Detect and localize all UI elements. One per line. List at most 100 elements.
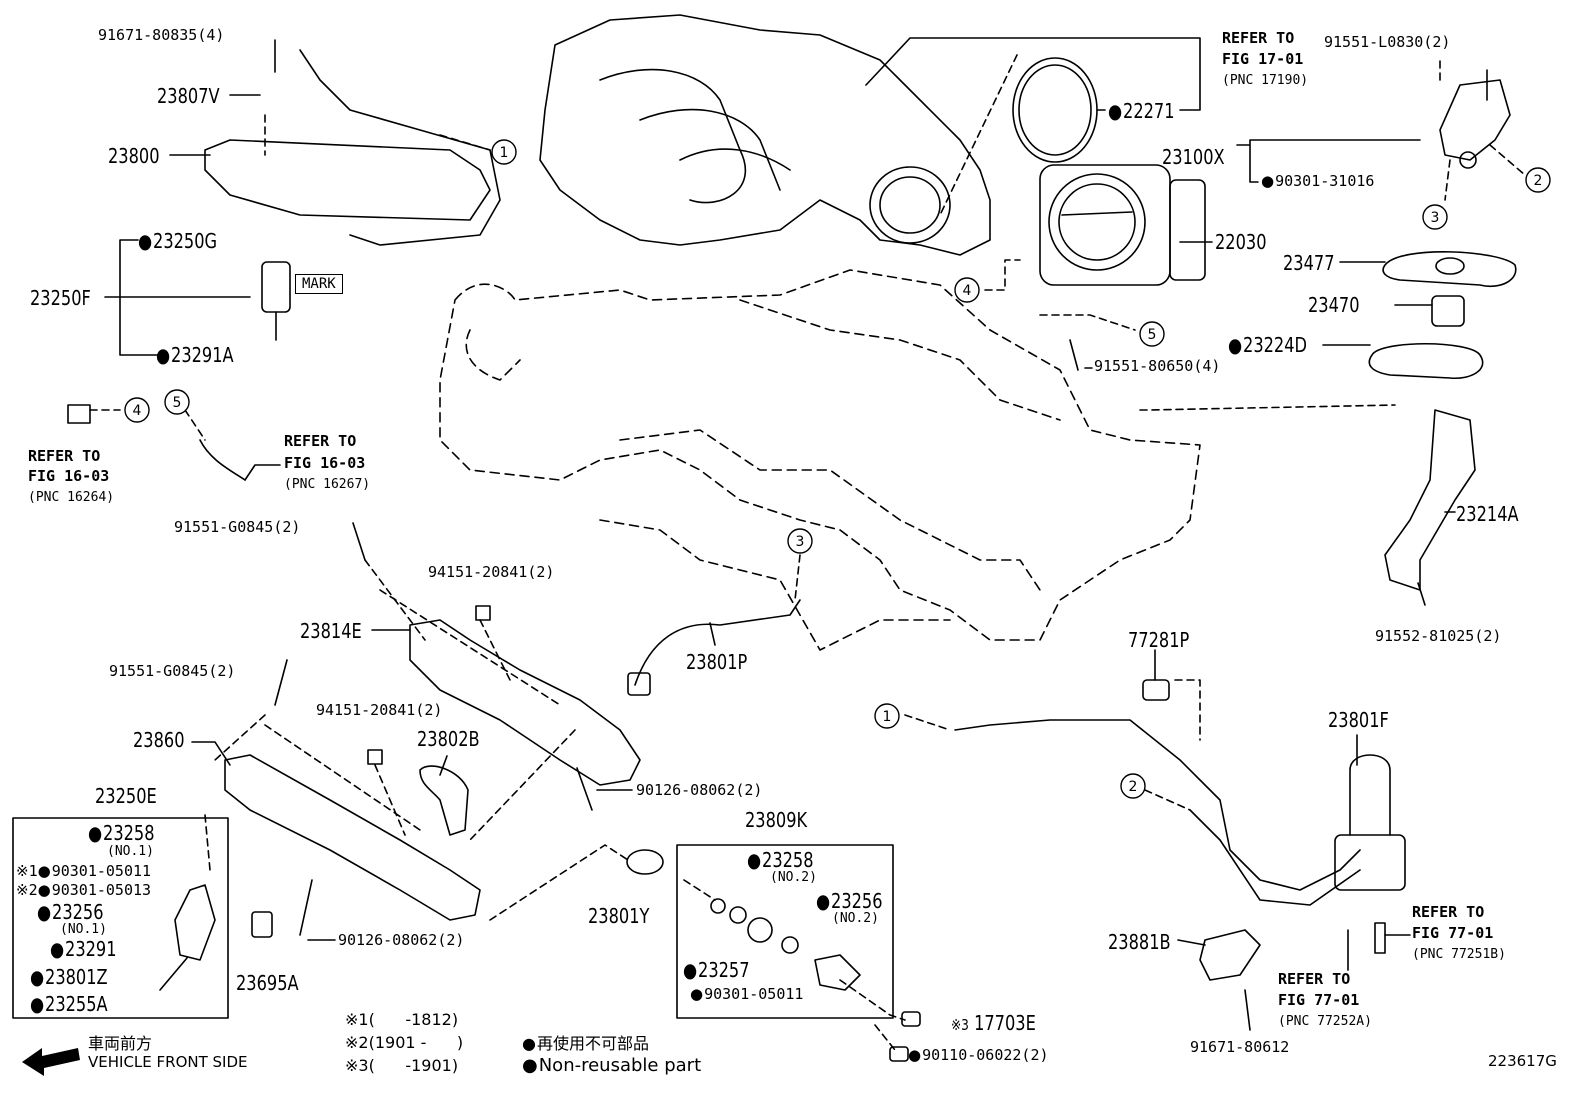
leader-17190 xyxy=(865,37,1201,111)
label-94151-20841-b: 94151-20841(2) xyxy=(316,701,443,719)
label-23801f: 23801F xyxy=(1328,708,1389,732)
label-23250e: 23250E xyxy=(95,784,157,808)
assembly-line-2 xyxy=(439,134,491,151)
assembly-line-23 xyxy=(1174,679,1201,741)
label-refer-77251b-1: REFER TO xyxy=(1412,903,1485,921)
leader-23809k-box xyxy=(676,844,894,1019)
assembly-line-18 xyxy=(469,729,576,841)
label-23860: 23860 xyxy=(133,728,185,752)
bolt-91551-80650 xyxy=(1069,339,1079,371)
label-91671-80835: 91671-80835(4) xyxy=(98,26,225,44)
assembly-line-17 xyxy=(374,764,406,836)
assembly-line-21 xyxy=(904,714,951,731)
bolt-17703e xyxy=(901,1011,921,1027)
intake-throttle-port xyxy=(869,166,951,244)
assembly-line-27 xyxy=(204,814,211,871)
label-90301-05011-b: 90301-05011 xyxy=(690,987,803,1002)
label-23801y: 23801Y xyxy=(588,904,650,928)
fuel-line-23801f-2 xyxy=(1189,809,1361,906)
ref-circle-5-b xyxy=(164,389,190,415)
ref-circle-4-b xyxy=(124,397,150,423)
legend-note3-range: ( -1901) xyxy=(368,1056,459,1075)
ref-circle-2-b xyxy=(1120,773,1146,799)
mark3-text: ※3 xyxy=(951,1016,969,1034)
ref-circle-4-a-text: 4 xyxy=(963,283,972,299)
assembly-line-25 xyxy=(874,1024,896,1051)
label-23801p: 23801P xyxy=(686,650,748,674)
label-refer-16267-2: FIG 16-03 xyxy=(284,454,366,472)
ref-circle-4-b-text: 4 xyxy=(133,403,142,419)
label-refer-16264-3: (PNC 16264) xyxy=(28,490,115,505)
front-arrow-icon xyxy=(22,1048,80,1076)
engine-outline xyxy=(439,269,1201,641)
pump-lifter xyxy=(1431,295,1465,327)
label-refer-77252a-1: REFER TO xyxy=(1278,970,1351,988)
assembly-line-24 xyxy=(839,979,906,1021)
label-90301-05013-text: 90301-05013 xyxy=(38,881,151,899)
leader-23860 xyxy=(191,741,231,766)
ref-circle-3-b xyxy=(787,528,813,554)
ref-circle-1-b xyxy=(874,703,900,729)
gasket-23801y xyxy=(626,849,664,875)
lower-fuel-rail xyxy=(409,619,641,786)
leader-23881b xyxy=(1177,939,1206,946)
hose-16267 xyxy=(199,439,246,481)
label-23802b: 23802B xyxy=(417,727,480,751)
legend-note3-mark: ※3 xyxy=(345,1056,369,1075)
label-90301-05011-box: ※190301-05011 xyxy=(16,862,151,880)
label-91551-80650: 91551-80650(4) xyxy=(1094,357,1221,375)
label-91551-g0845-b: 91551-G0845(2) xyxy=(109,662,236,680)
diagram-id: 223617G xyxy=(1488,1052,1557,1070)
throttle-plate xyxy=(1061,211,1133,216)
label-23256-no1-sub: (NO.1) xyxy=(60,922,107,937)
ref-circle-3-a-text: 3 xyxy=(1431,210,1440,226)
label-23258-no1: 23258 xyxy=(88,823,155,843)
label-90301-31016: 90301-31016 xyxy=(1261,174,1374,189)
pipe-77251b xyxy=(1374,922,1386,954)
assembly-line-3 xyxy=(939,54,1018,216)
label-23291a: 23291A xyxy=(156,345,234,365)
mark2-text: ※2 xyxy=(16,881,38,899)
ref-circle-3-a xyxy=(1422,204,1448,230)
label-refer-16267-1: REFER TO xyxy=(284,432,357,450)
label-23258-no2: 23258 xyxy=(747,850,814,870)
leader-23802b xyxy=(439,755,448,776)
fuel-rail-23860 xyxy=(224,754,481,921)
mark1-text: ※1 xyxy=(16,862,38,880)
label-94151-20841-a: 94151-20841(2) xyxy=(428,563,555,581)
label-refer-16264-1: REFER TO xyxy=(28,447,101,465)
label-91551-g0845-a: 91551-G0845(2) xyxy=(174,518,301,536)
gasket-ring xyxy=(1012,57,1098,163)
label-refer-16264-2: FIG 16-03 xyxy=(28,467,110,485)
hose-23802b xyxy=(419,765,469,836)
mark-box: MARK xyxy=(295,274,343,294)
intake-runner-1 xyxy=(599,68,747,204)
engine-inner-1 xyxy=(619,429,1041,591)
nut-94151-b xyxy=(367,749,383,765)
label-refer-17190-1: REFER TO xyxy=(1222,29,1295,47)
pump-gasket-2 xyxy=(1368,342,1484,380)
label-23258-no1-sub: (NO.1) xyxy=(107,844,154,859)
assembly-line-13 xyxy=(379,589,561,706)
legend-front-jp: 車両前方 xyxy=(88,1034,153,1053)
intake-runner-3 xyxy=(679,148,791,171)
label-refer-17190-2: FIG 17-01 xyxy=(1222,50,1304,68)
engine-inner-3 xyxy=(465,329,521,381)
legend-note2-range: (1901 - ) xyxy=(368,1033,464,1052)
stud-90126-08062-a xyxy=(576,767,593,811)
label-23477: 23477 xyxy=(1283,251,1335,275)
bolt-91552-81025 xyxy=(1417,582,1426,606)
assembly-line-7 xyxy=(984,259,1021,291)
bolt-91551-g0845-a xyxy=(352,522,366,561)
legend-note2-mark: ※2 xyxy=(345,1033,369,1052)
fuel-pump xyxy=(1439,79,1511,161)
label-23800: 23800 xyxy=(108,144,160,168)
label-17703e-text: 17703E xyxy=(974,1011,1036,1035)
leader-16267 xyxy=(244,464,281,481)
assembly-line-9 xyxy=(1139,404,1396,411)
bolt-91551-g0845-b xyxy=(274,659,288,706)
label-23881b: 23881B xyxy=(1108,930,1171,954)
throttle-bore-inner xyxy=(1058,183,1136,261)
ref-circle-5-a xyxy=(1139,321,1165,347)
sensor-body xyxy=(814,954,861,991)
